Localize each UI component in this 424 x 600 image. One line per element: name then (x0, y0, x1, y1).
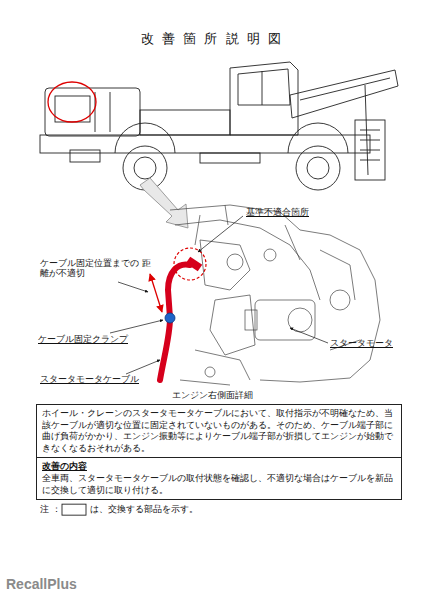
callout-label: 基準不適合箇所 (246, 207, 309, 218)
crane-truck (40, 62, 398, 190)
starter-cable (160, 264, 190, 380)
callout-label: 注 ： (40, 504, 61, 515)
callout-label: スタータモータケーブル (40, 374, 139, 384)
leader-line (126, 360, 160, 374)
callout-label: エンジン右側面詳細 (172, 390, 253, 400)
leader-line (290, 328, 328, 343)
engine-detail (170, 205, 380, 385)
section-heading: 改善の内容 (42, 461, 396, 473)
highlight-ellipse (48, 82, 96, 122)
callout-label: ケーブル固定クランプ (38, 334, 128, 344)
distance-arrow (150, 274, 162, 312)
nonconform-circle (174, 248, 206, 280)
leader-line (118, 282, 148, 292)
cable-terminal (188, 260, 200, 268)
title: 改 善 箇 所 説 明 図 (0, 30, 424, 48)
cable-clamp (165, 313, 175, 323)
text-box: ホイール・クレーンのスタータモータケーブルにおいて、取付指示が不明確なため、当該… (36, 404, 402, 458)
watermark: RecallPlus (6, 576, 77, 593)
text-box: 改善の内容全車両、スタータモータケーブルの取付状態を確認し、不適切な場合はケーブ… (36, 457, 402, 500)
body-text: ホイール・クレーンのスタータモータケーブルにおいて、取付指示が不明確なため、当該… (42, 408, 396, 454)
leader-line (110, 320, 163, 333)
body-text: 全車両、スタータモータケーブルの取付状態を確認し、不適切な場合はケーブルを新品に… (42, 473, 396, 496)
note-box-symbol (62, 504, 86, 515)
zoom-arrow (140, 178, 188, 228)
callout-label: スタータモータ (330, 338, 393, 349)
leader-line (198, 216, 243, 252)
callout-label: ケーブル固定位置までの 距離が不適切 (40, 258, 158, 279)
callout-label: は、交換する部品を示す。 (90, 504, 198, 515)
